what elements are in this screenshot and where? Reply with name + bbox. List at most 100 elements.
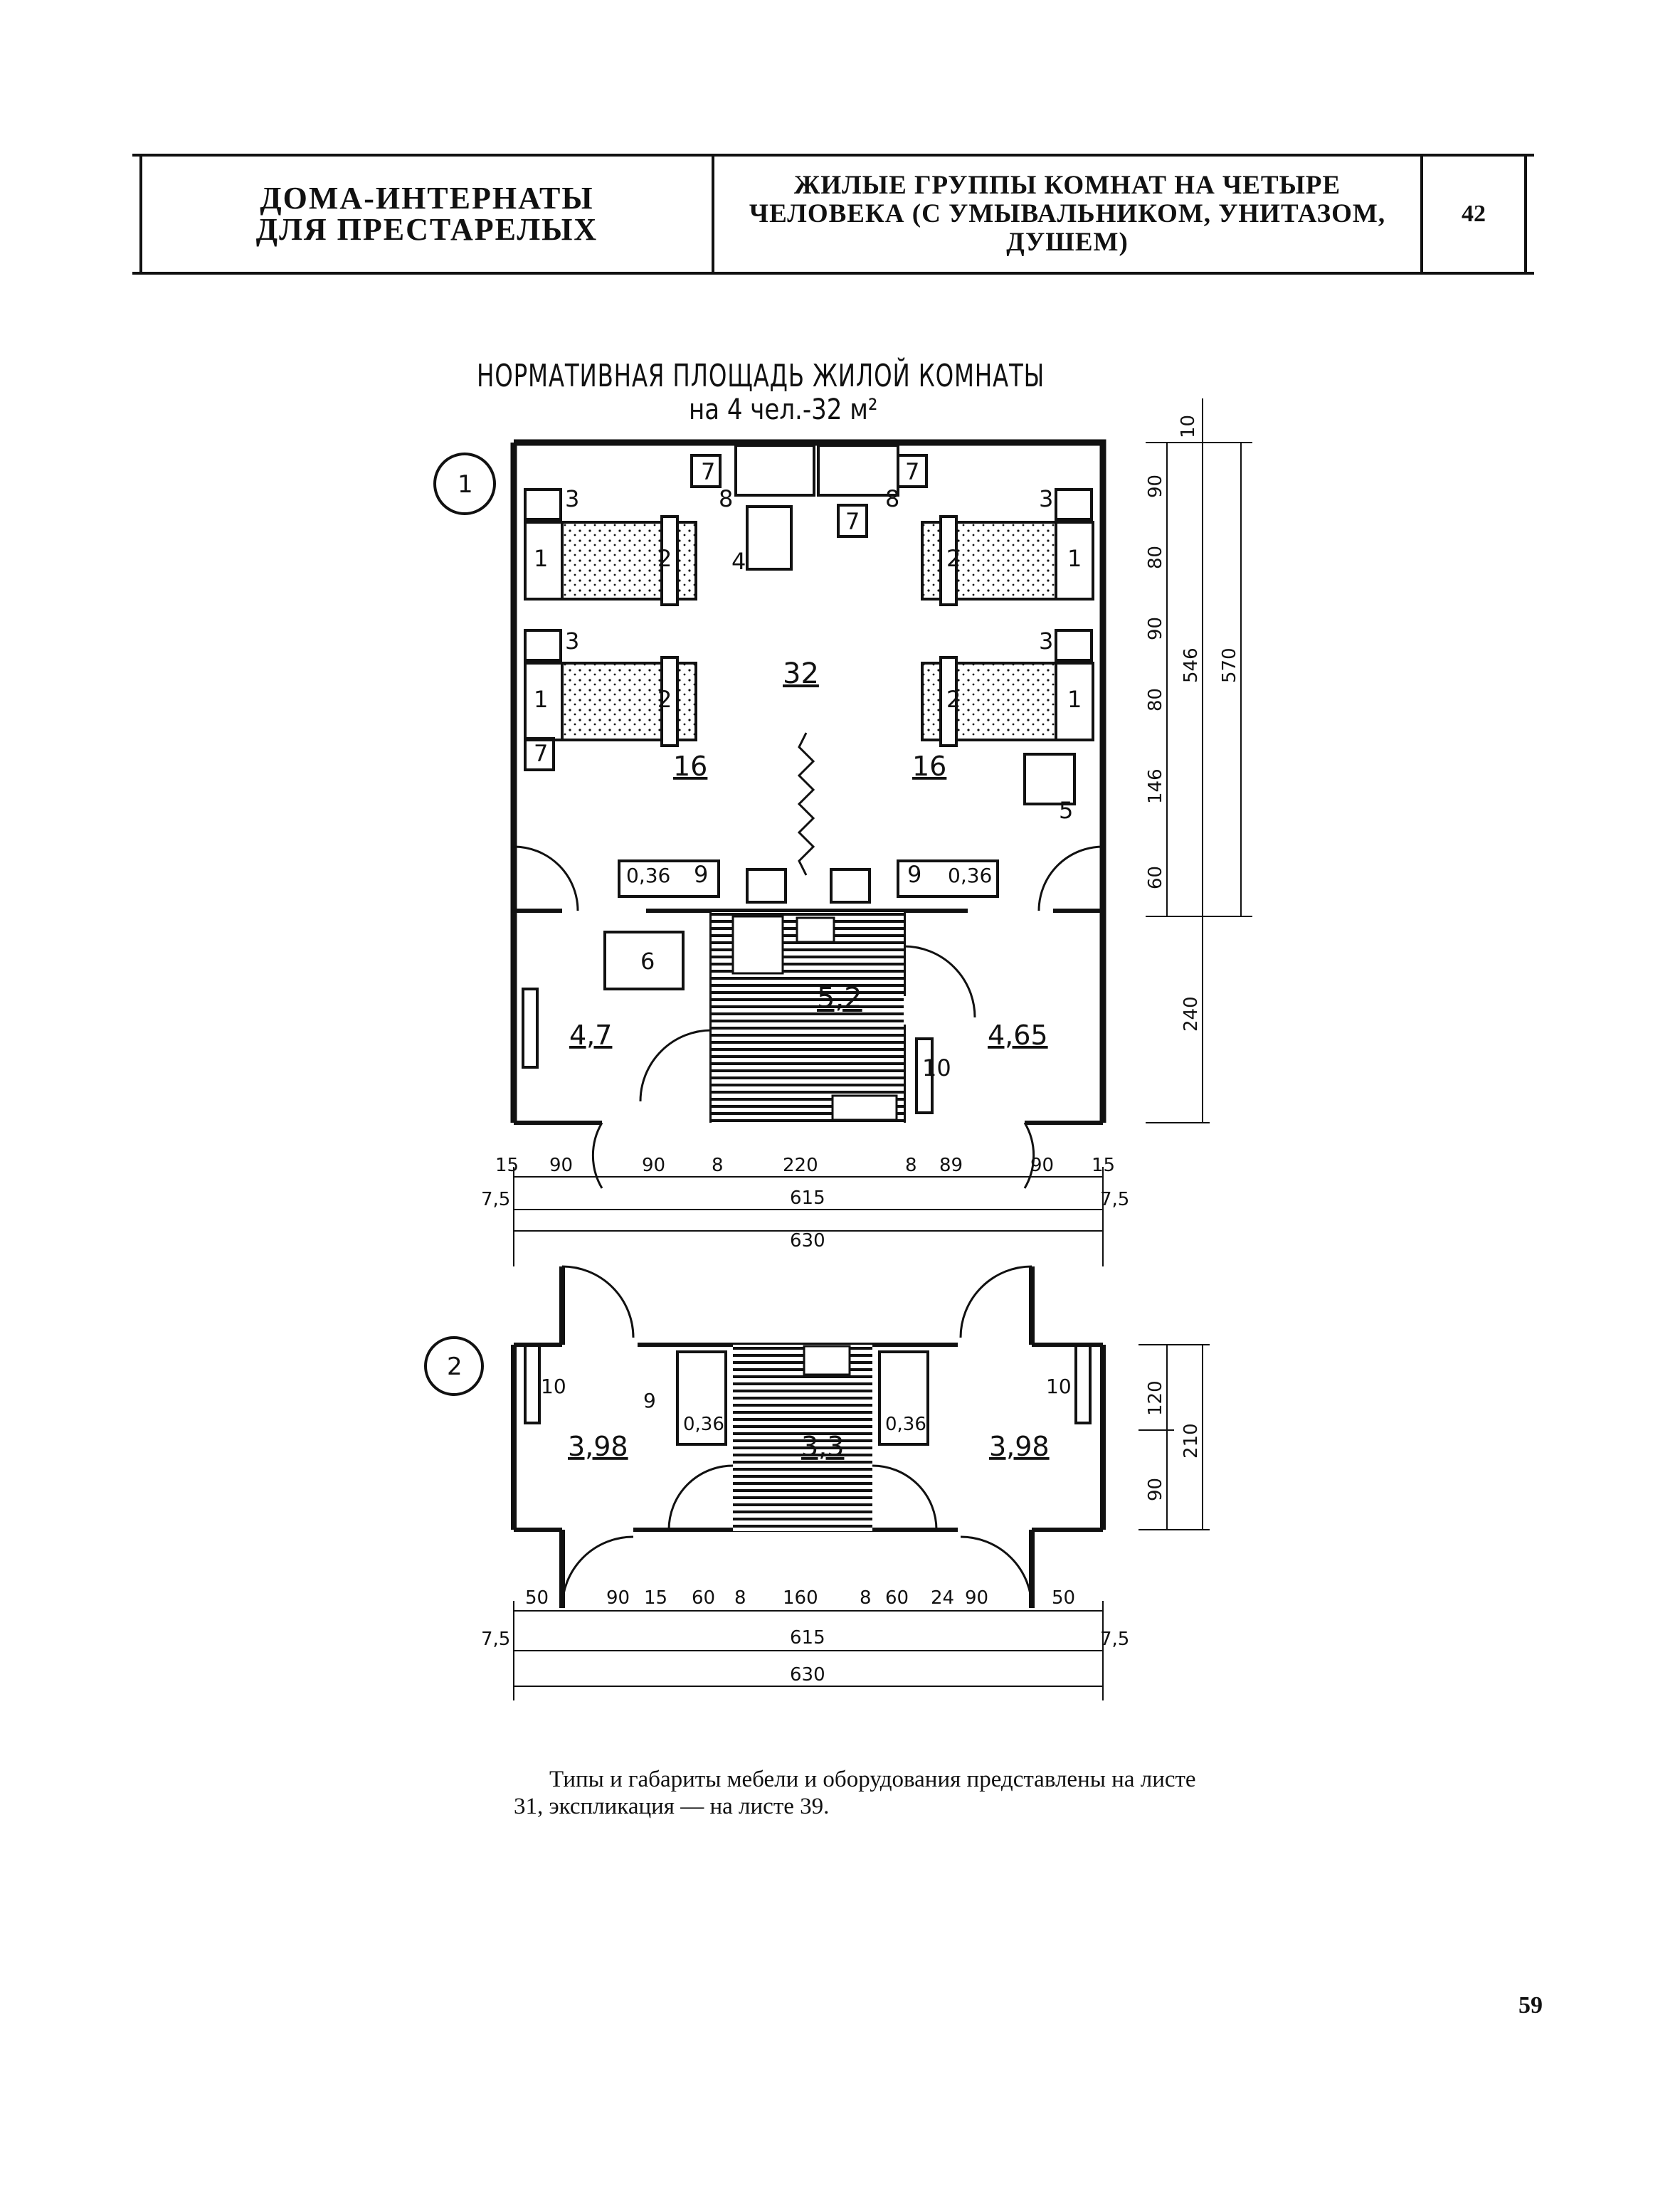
item-stool-4: 7 — [534, 740, 548, 767]
item-night-table-2: 3 — [565, 628, 579, 655]
plan-1-marker — [433, 453, 496, 515]
item-hanger-left: 10 — [541, 1375, 566, 1398]
plan-2-labels: 2 3,98 3,3 3,98 10 10 9 0,36 0,36 120 90… — [447, 1353, 1202, 1686]
item-stool-3: 7 — [845, 508, 860, 535]
title-left-line2: ДЛЯ ПРЕСТАРЕЛЫХ — [255, 212, 598, 247]
title-block: ДОМА-ИНТЕРНАТЫ ДЛЯ ПРЕСТАРЕЛЫХ ЖИЛЫЕ ГРУ… — [132, 154, 1534, 275]
dim-r-546: 546 — [1180, 647, 1202, 683]
area-hall-left: 4,7 — [569, 1020, 612, 1051]
plan-1 — [433, 398, 1252, 1266]
dim2-half-left: 7,5 — [481, 1629, 510, 1650]
dim-615: 615 — [790, 1187, 825, 1209]
dim-r-10: 10 — [1178, 415, 1199, 438]
title-mid-line1: ЖИЛЫЕ ГРУППЫ КОМНАТ НА ЧЕТЫРЕ — [793, 171, 1341, 200]
item-shelf-p2: 9 — [643, 1389, 656, 1412]
title-block-left: ДОМА-ИНТЕРНАТЫ ДЛЯ ПРЕСТАРЕЛЫХ — [139, 157, 712, 272]
item-night-table-3: 3 — [1039, 485, 1053, 512]
dim-r-240: 240 — [1180, 996, 1202, 1032]
item-night-table-4: 3 — [1039, 628, 1053, 655]
closet-area-2: 0,36 — [948, 864, 992, 887]
plan-2 — [424, 1265, 1210, 1700]
dim-r-146: 146 — [1145, 768, 1166, 804]
closet-area-1: 0,36 — [626, 864, 670, 887]
item-bed-end-1: 2 — [657, 545, 672, 572]
dim-r-80a: 80 — [1145, 546, 1166, 569]
dim-b-90a: 90 — [549, 1155, 573, 1176]
dim-b-15b: 15 — [1092, 1155, 1115, 1176]
dim2-b-90b: 90 — [965, 1587, 988, 1609]
dim-b-15a: 15 — [495, 1155, 519, 1176]
dim2-b-8a: 8 — [734, 1587, 746, 1609]
dim2-b-15: 15 — [644, 1587, 667, 1609]
dim2-b-24: 24 — [931, 1587, 954, 1609]
dim2-630: 630 — [790, 1664, 825, 1686]
item-shelf-2: 9 — [907, 861, 921, 888]
item-armchair: 5 — [1059, 797, 1073, 824]
closet-area-p2-left: 0,36 — [683, 1414, 724, 1435]
item-wardrobe-1: 8 — [719, 485, 733, 512]
item-hanger: 10 — [922, 1054, 951, 1081]
item-stool-2: 7 — [905, 458, 919, 485]
dim2-r-90: 90 — [1145, 1478, 1166, 1501]
item-wardrobe-2: 8 — [885, 485, 899, 512]
item-bed-end-3: 2 — [946, 545, 961, 572]
dim2-b-160: 160 — [783, 1587, 818, 1609]
item-bed-4: 1 — [1067, 686, 1082, 713]
area-bath-2: 3,3 — [801, 1431, 844, 1462]
dim2-half-right: 7,5 — [1100, 1629, 1129, 1650]
dim2-b-60a: 60 — [692, 1587, 715, 1609]
item-stool-1: 7 — [701, 458, 715, 485]
item-bed-end-2: 2 — [657, 686, 672, 713]
item-shelf-1: 9 — [694, 861, 708, 888]
dim-b-8b: 8 — [905, 1155, 917, 1176]
dim-r-60: 60 — [1145, 866, 1166, 889]
item-cabinet: 6 — [640, 948, 655, 975]
area-right: 3,98 — [989, 1431, 1050, 1462]
dim2-615: 615 — [790, 1627, 825, 1649]
dim-b-8a: 8 — [712, 1155, 724, 1176]
dim-b-90c: 90 — [1030, 1155, 1054, 1176]
dim-r-80b: 80 — [1145, 688, 1166, 711]
plan-subtitle: на 4 чел.-32 м² — [689, 393, 878, 426]
item-bed-2: 1 — [534, 686, 548, 713]
dim-b-90b: 90 — [642, 1155, 665, 1176]
area-left: 3,98 — [568, 1431, 628, 1462]
dim-b-220: 220 — [783, 1155, 818, 1176]
area-hall-right: 4,65 — [988, 1020, 1048, 1051]
footnote: Типы и габариты мебели и оборудования пр… — [514, 1767, 1196, 1819]
item-night-table-1: 3 — [565, 485, 579, 512]
dim2-b-50a: 50 — [525, 1587, 549, 1609]
dim2-r-120: 120 — [1145, 1380, 1166, 1416]
dim-r-90a: 90 — [1145, 475, 1166, 498]
sheet-number: 42 — [1420, 157, 1527, 272]
closet-area-p2-right: 0,36 — [885, 1414, 926, 1435]
item-bed-end-4: 2 — [946, 686, 961, 713]
item-bed-1: 1 — [534, 545, 548, 572]
item-bed-3: 1 — [1067, 545, 1082, 572]
dim2-b-8b: 8 — [860, 1587, 872, 1609]
title-mid-line3: ДУШЕМ) — [1006, 228, 1129, 257]
plan-2-marker-label: 2 — [447, 1353, 463, 1381]
dim-630: 630 — [790, 1230, 825, 1252]
area-bath: 5,2 — [817, 982, 862, 1015]
page-number: 59 — [1518, 1992, 1543, 2019]
plan-2-marker — [424, 1336, 484, 1396]
dim-r-90b: 90 — [1145, 617, 1166, 640]
area-right-half: 16 — [912, 751, 946, 782]
item-table: 4 — [731, 548, 746, 575]
item-hanger-right: 10 — [1046, 1375, 1072, 1398]
title-block-middle: ЖИЛЫЕ ГРУППЫ КОМНАТ НА ЧЕТЫРЕ ЧЕЛОВЕКА (… — [712, 157, 1420, 272]
dim2-b-50b: 50 — [1052, 1587, 1075, 1609]
title-left-line1: ДОМА-ИНТЕРНАТЫ — [260, 181, 594, 216]
title-mid-line2: ЧЕЛОВЕКА (С УМЫВАЛЬНИКОМ, УНИТАЗОМ, — [749, 199, 1386, 228]
area-room: 32 — [783, 657, 819, 690]
plan-1-marker-label: 1 — [458, 470, 473, 499]
area-left-half: 16 — [673, 751, 707, 782]
dim2-r-210: 210 — [1180, 1423, 1202, 1459]
dim-half-left: 7,5 — [481, 1189, 510, 1210]
dim2-b-90a: 90 — [606, 1587, 630, 1609]
dim-r-570: 570 — [1219, 647, 1240, 683]
dim2-b-60b: 60 — [885, 1587, 909, 1609]
dim-half-right: 7,5 — [1100, 1189, 1129, 1210]
